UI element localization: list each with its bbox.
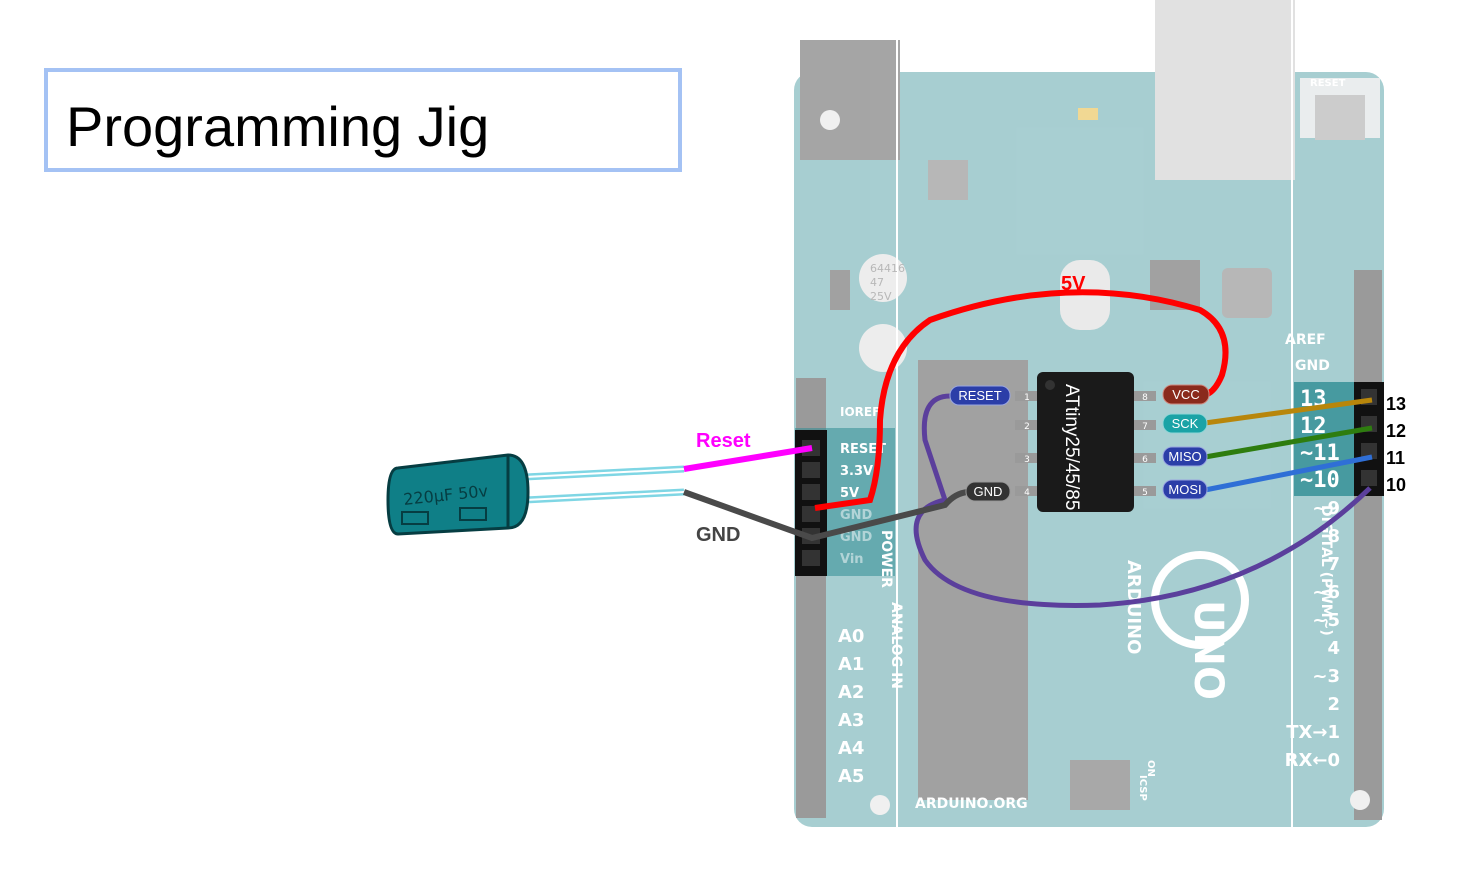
mosi-wire xyxy=(1204,454,1373,493)
digital-lower-label: ~6 xyxy=(1312,582,1340,603)
chip-pin-number: 3 xyxy=(1024,455,1030,465)
reset-wire xyxy=(683,445,813,472)
chip-leg xyxy=(1015,391,1037,401)
svg-text:RESET: RESET xyxy=(958,388,1001,403)
arduino-label: ARDUINO xyxy=(1123,560,1144,654)
digital-lower-label: 4 xyxy=(1327,638,1340,659)
chip-leg xyxy=(1134,420,1156,430)
pin-label-10: 10 xyxy=(1386,475,1406,495)
analog-pin-label: A5 xyxy=(838,766,864,787)
digital-header-pin xyxy=(1361,443,1377,459)
reset-wire-label: Reset xyxy=(696,430,751,452)
digital-lower-label: ~3 xyxy=(1312,666,1340,687)
power-header-label: 5V xyxy=(840,486,859,501)
power-header-pin xyxy=(802,550,820,566)
chip-name: ATtiny25/45/85 xyxy=(1061,384,1082,510)
pin-pill-reset: RESET xyxy=(949,385,1011,406)
aref-label: AREF xyxy=(1285,332,1326,348)
digital-lower-label: 2 xyxy=(1327,694,1340,715)
digital-lower-label: TX→1 xyxy=(1286,722,1340,743)
chip-pin-number: 7 xyxy=(1142,422,1148,432)
chip-pin-number: 5 xyxy=(1142,488,1148,498)
electrolytic-capacitor: 220µF 50v xyxy=(386,453,685,536)
pin-label-11: 11 xyxy=(1386,448,1405,468)
digital-lower-labels: ~9 8 7 ~6 ~5 4 ~3 2TX→1RX←0 xyxy=(1285,498,1340,771)
digital-lower-label: ~5 xyxy=(1312,610,1340,631)
gnd-wire-label: GND xyxy=(696,524,740,546)
uno-label: UNO xyxy=(1185,600,1231,700)
svg-text:MISO: MISO xyxy=(1168,449,1201,464)
miso-wire xyxy=(1204,425,1373,460)
power-header-label: 3.3V xyxy=(840,464,873,479)
analog-pin-label: A1 xyxy=(838,654,864,675)
icsp-label: ICSP xyxy=(1137,775,1148,801)
power-header-label: GND xyxy=(840,530,873,545)
wires xyxy=(682,289,1373,608)
chip-pin-number: 1 xyxy=(1024,393,1030,403)
pin-pill-mosi: MOSI xyxy=(1162,479,1208,500)
site-label: ARDUINO.ORG xyxy=(915,796,1028,812)
aref-gnd-label: GND xyxy=(1295,358,1330,374)
onboard-capacitor-label: 64416 xyxy=(870,262,905,275)
chip-leg xyxy=(1015,486,1037,496)
analog-pin-label: A0 xyxy=(838,626,864,647)
on-label: ON xyxy=(1145,760,1156,777)
digital-lower-label: ~9 xyxy=(1312,498,1340,519)
chip-leg xyxy=(1015,453,1037,463)
reset-button-label: RESET xyxy=(1310,78,1346,89)
digital-lower-label: 8 xyxy=(1327,526,1340,547)
digital-lower-label: RX←0 xyxy=(1285,750,1340,771)
chip-pin-number: 8 xyxy=(1142,393,1148,403)
attiny-chip: ATtiny25/45/85 1 8 2 7 3 6 4 5 RESET GND VCC SC… xyxy=(949,372,1210,512)
sck-wire xyxy=(1204,397,1373,426)
reset-loop-wire xyxy=(913,393,1372,608)
power-header-pin xyxy=(802,462,820,478)
chip-leg xyxy=(1134,391,1156,401)
pin-pill-gnd: GND xyxy=(965,481,1011,502)
pin-pill-vcc: VCC xyxy=(1162,384,1210,405)
power-header-pin xyxy=(802,484,820,500)
power-label: POWER xyxy=(878,530,894,588)
analog-label: ANALOG IN xyxy=(888,602,904,689)
pin-label-13: 13 xyxy=(1386,394,1406,414)
chip-leg xyxy=(1134,486,1156,496)
digital-header-pin xyxy=(1361,470,1377,486)
digital-label: DIGITAL (PWM~) xyxy=(1318,505,1334,636)
digital-lower-label: 7 xyxy=(1327,554,1340,575)
five-v-label: 5V xyxy=(1061,273,1086,295)
pin-pill-miso: MISO xyxy=(1162,446,1208,467)
power-header-label: GND xyxy=(840,508,873,523)
pin-pill-sck: SCK xyxy=(1162,413,1208,434)
digital-header-label: ~11 xyxy=(1300,441,1340,466)
svg-text:SCK: SCK xyxy=(1172,416,1199,431)
svg-text:MOSI: MOSI xyxy=(1168,482,1201,497)
power-header-label: RESET xyxy=(840,442,886,457)
svg-text:VCC: VCC xyxy=(1172,387,1199,402)
page-title: Programming Jig xyxy=(66,95,490,158)
chip-leg xyxy=(1015,420,1037,430)
chip-pin-number: 2 xyxy=(1024,422,1030,432)
chip-pin-number: 4 xyxy=(1024,488,1030,498)
onboard-capacitor-label: 25V xyxy=(870,290,892,303)
gnd-wire xyxy=(682,489,969,542)
analog-pin-label: A4 xyxy=(838,738,864,759)
pin-label-12: 12 xyxy=(1386,421,1406,441)
onboard-capacitor-label: 47 xyxy=(870,276,884,289)
five-v-wire xyxy=(814,289,1229,511)
chip-pin-number: 6 xyxy=(1142,455,1148,465)
arduino-board: IOREF AREF GND RESET ARDUINO UNO ARDUINO… xyxy=(794,0,1384,830)
svg-text:GND: GND xyxy=(974,484,1003,499)
title-box: Programming Jig xyxy=(44,68,682,172)
chip-leg xyxy=(1134,453,1156,463)
ioref-label: IOREF xyxy=(840,405,880,419)
power-header-label: Vin xyxy=(840,552,864,567)
analog-pin-label: A3 xyxy=(838,710,864,731)
analog-pin-label: A2 xyxy=(838,682,864,703)
